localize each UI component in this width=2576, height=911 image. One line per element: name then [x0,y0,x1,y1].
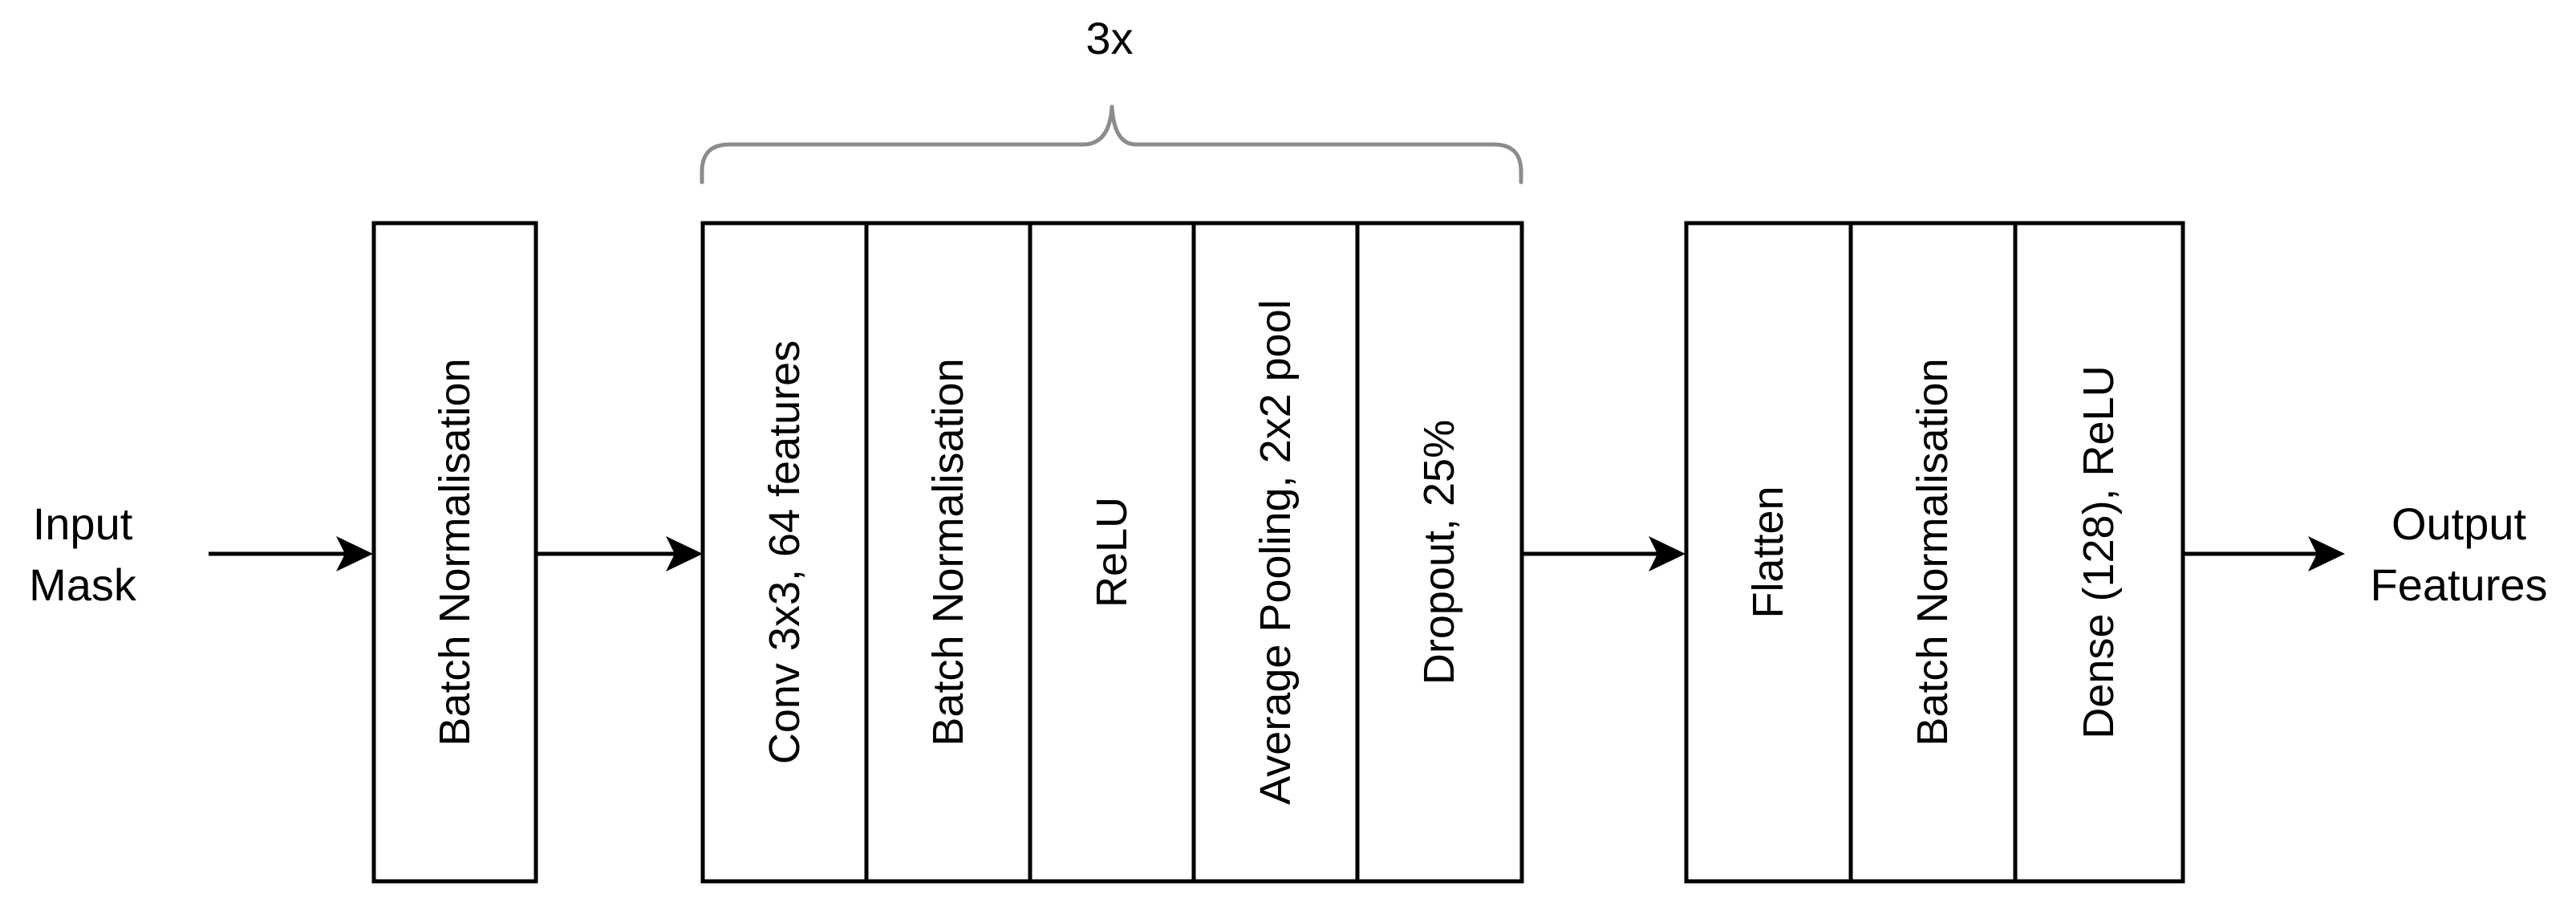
output-label-line1: Output [2391,498,2527,549]
block-label: Batch Normalisation [431,358,479,746]
repeated-conv-group: Conv 3x3, 64 features Batch Normalisatio… [700,221,1524,884]
block-label: Dropout, 25% [1415,420,1463,685]
block-dense: Dense (128), ReLU [2013,221,2185,884]
block-label: Flatten [1744,486,1792,618]
input-label-line1: Input [33,498,133,549]
block-conv: Conv 3x3, 64 features [700,221,869,884]
block-label: Dense (128), ReLU [2075,365,2123,738]
block-relu: ReLU [1028,221,1196,884]
block-label: Batch Normalisation [1909,358,1957,746]
arrow-dense-to-output [2183,536,2345,571]
input-label-line2: Mask [29,559,137,610]
block-batch-normalisation-input: Batch Normalisation [371,221,538,884]
arrow-input-to-bn [209,536,373,571]
block-average-pooling: Average Pooling, 2x2 pool [1191,221,1360,884]
block-flatten: Flatten [1684,221,1853,884]
block-label: Average Pooling, 2x2 pool [1251,299,1300,804]
repeat-brace [700,104,1523,185]
repeat-label: 3x [1085,13,1133,63]
arrow-bn-to-conv-group [536,536,703,571]
output-label-line2: Features [2371,559,2548,610]
block-dropout: Dropout, 25% [1355,221,1524,884]
output-head-group: Flatten Batch Normalisation Dense (128),… [1684,221,2185,884]
block-batch-normalisation-dense: Batch Normalisation [1848,221,2018,884]
block-label: ReLU [1088,497,1136,608]
block-batch-normalisation-conv: Batch Normalisation [864,221,1032,884]
block-label: Batch Normalisation [924,358,972,746]
block-label: Conv 3x3, 64 features [761,340,809,764]
arrow-conv-group-to-flatten [1522,536,1686,571]
